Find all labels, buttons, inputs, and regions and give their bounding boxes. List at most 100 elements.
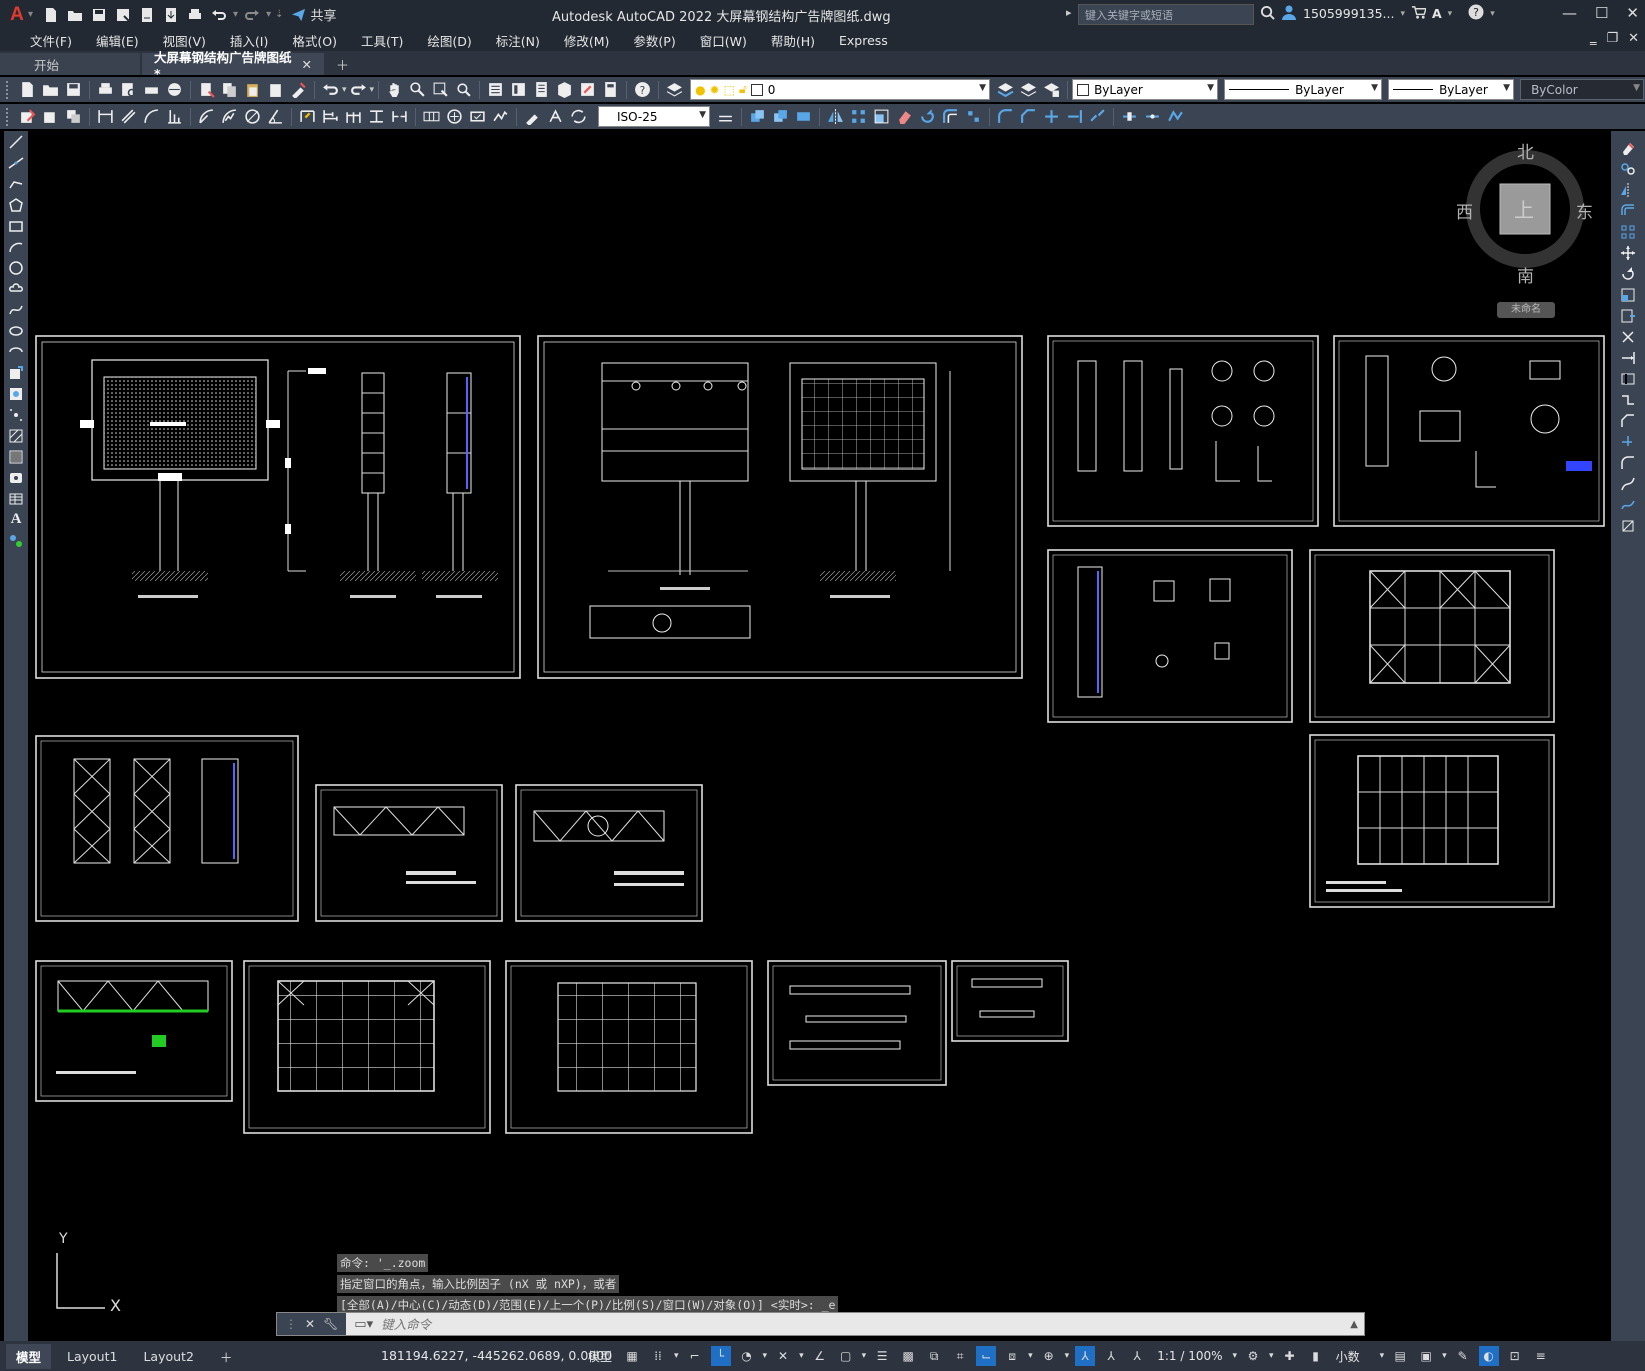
- grid-icon[interactable]: ▦: [626, 1349, 638, 1363]
- polyline-edit-palette-icon[interactable]: [1611, 515, 1645, 536]
- sheet-truss-section-1[interactable]: [315, 784, 503, 922]
- sheet-grid-plan-1[interactable]: [243, 960, 491, 1134]
- autodesk-app-icon[interactable]: A: [1431, 6, 1442, 21]
- sheet-beam-details[interactable]: [767, 960, 947, 1086]
- dim-update-icon[interactable]: [569, 107, 588, 126]
- join-icon[interactable]: [1088, 107, 1107, 126]
- sheet-truss-elevations[interactable]: [35, 735, 299, 922]
- autocad-logo-icon[interactable]: A: [10, 3, 24, 25]
- dim-radius-icon[interactable]: [197, 107, 216, 126]
- add-selected-icon[interactable]: [4, 530, 28, 551]
- menu-dimension[interactable]: 标注(N): [495, 33, 540, 49]
- search-input[interactable]: 键入关键字或短语: [1078, 4, 1254, 25]
- copy-palette-icon[interactable]: [1611, 158, 1645, 179]
- polar-icon[interactable]: ◔: [741, 1349, 752, 1363]
- rotate-icon[interactable]: [918, 107, 937, 126]
- command-customize-icon[interactable]: 🔧︎: [323, 1317, 339, 1331]
- 3d-osnap-icon[interactable]: ⌗: [956, 1348, 964, 1363]
- lineweight-dropdown[interactable]: ByLayer ▼: [1388, 79, 1515, 100]
- menu-insert[interactable]: 插入(I): [229, 33, 269, 49]
- move-icon[interactable]: [748, 107, 767, 126]
- plot-icon[interactable]: [185, 5, 205, 25]
- scale-palette-icon[interactable]: [1611, 284, 1645, 305]
- dim-style-manager-icon[interactable]: [716, 107, 735, 126]
- compass-west[interactable]: 西: [1456, 203, 1473, 223]
- command-input[interactable]: [381, 1316, 536, 1332]
- construction-line-icon[interactable]: [4, 152, 28, 173]
- object-snap-icon[interactable]: ▢: [839, 1349, 852, 1363]
- dimstyle-dropdown[interactable]: ISO-25 ▼: [598, 106, 710, 127]
- close-icon[interactable]: ✕: [1626, 4, 1639, 22]
- add-layout-icon[interactable]: ＋: [219, 1349, 233, 1365]
- layer-dropdown[interactable]: ● ✹ ⬚ 🔓︎ 0 ▼: [690, 79, 991, 100]
- paste-special-icon[interactable]: [266, 80, 285, 99]
- erase-icon[interactable]: [895, 107, 914, 126]
- menu-modify[interactable]: 修改(M): [563, 33, 610, 49]
- filter-chevron-icon[interactable]: ▾: [1028, 1351, 1033, 1361]
- quick-properties-icon[interactable]: ▤: [1394, 1349, 1406, 1363]
- osnap-chevron-icon[interactable]: ▾: [861, 1351, 867, 1361]
- help-tool-icon[interactable]: ?: [633, 80, 652, 99]
- block-editor-icon[interactable]: [18, 107, 37, 126]
- annotation-monitor-icon[interactable]: ✚: [1284, 1349, 1295, 1363]
- break-palette-icon[interactable]: [1611, 368, 1645, 389]
- quick-dim-icon[interactable]: [298, 107, 317, 126]
- undo-dropdown-icon[interactable]: ▾: [233, 9, 239, 20]
- inspection-icon[interactable]: [468, 107, 487, 126]
- offset-icon[interactable]: [941, 107, 960, 126]
- qnew-icon[interactable]: [18, 80, 37, 99]
- layer-properties-icon[interactable]: [665, 80, 684, 99]
- jogged-linear-icon[interactable]: [491, 107, 510, 126]
- redo-tool-icon[interactable]: [349, 80, 368, 99]
- ellipse-arc-icon[interactable]: [4, 341, 28, 362]
- join-palette-icon[interactable]: [1611, 389, 1645, 410]
- undo-tool-icon[interactable]: [321, 80, 340, 99]
- hatch-icon[interactable]: [4, 425, 28, 446]
- chamfer-palette-icon[interactable]: [1611, 410, 1645, 431]
- model-space-toggle[interactable]: 模型: [588, 1349, 613, 1364]
- explode-icon[interactable]: [964, 107, 983, 126]
- array-icon[interactable]: [849, 107, 868, 126]
- move-palette-icon[interactable]: [1611, 242, 1645, 263]
- zoom-window-icon[interactable]: [431, 80, 450, 99]
- dim-text-edit-icon[interactable]: [546, 107, 565, 126]
- redo-dropdown-icon[interactable]: ▾: [266, 9, 272, 20]
- quickcalc-icon[interactable]: [601, 80, 620, 99]
- edit-polyline-icon[interactable]: [1166, 107, 1185, 126]
- lock-ui-icon[interactable]: ▣: [1420, 1349, 1432, 1363]
- units-chevron-icon[interactable]: ▾: [1379, 1351, 1385, 1361]
- insert-block-icon[interactable]: [41, 107, 60, 126]
- qsave-icon[interactable]: [64, 80, 83, 99]
- tolerance-icon[interactable]: [422, 107, 441, 126]
- infer-constraints-icon[interactable]: ⌐: [689, 1349, 700, 1363]
- trim-palette-icon[interactable]: [1611, 326, 1645, 347]
- help-icon[interactable]: ?: [1468, 4, 1484, 23]
- polyline-icon[interactable]: [4, 173, 28, 194]
- ortho-icon[interactable]: └: [710, 1346, 731, 1366]
- tab-start[interactable]: 开始: [0, 53, 140, 75]
- stretch-icon[interactable]: [794, 107, 813, 126]
- copy-object-icon[interactable]: [771, 107, 790, 126]
- open-from-web-icon[interactable]: [137, 5, 157, 25]
- spline-icon[interactable]: [4, 299, 28, 320]
- erase-palette-icon[interactable]: [1611, 137, 1645, 158]
- model-space-canvas[interactable]: [30, 131, 1610, 1343]
- annotation-scale-value[interactable]: 1:1 / 100%: [1157, 1349, 1223, 1363]
- insert-block-palette-icon[interactable]: [4, 362, 28, 383]
- search-expand-icon[interactable]: ▸: [1066, 6, 1072, 19]
- rotate-palette-icon[interactable]: [1611, 263, 1645, 284]
- menu-view[interactable]: 视图(V): [162, 33, 206, 49]
- make-current-layer-icon[interactable]: [996, 80, 1015, 99]
- undo-icon[interactable]: [209, 5, 229, 25]
- customize-qat-icon[interactable]: ⇣: [275, 9, 284, 20]
- center-mark-icon[interactable]: [445, 107, 464, 126]
- doc-minimize-icon[interactable]: ‗: [1589, 31, 1597, 46]
- array-palette-icon[interactable]: [1611, 221, 1645, 242]
- lock-chevron-icon[interactable]: ▾: [1442, 1351, 1447, 1361]
- compass-south[interactable]: 南: [1517, 267, 1534, 287]
- menu-draw[interactable]: 绘图(D): [427, 33, 472, 49]
- command-prompt-icon[interactable]: ▭▾: [354, 1316, 374, 1332]
- minimize-icon[interactable]: —: [1561, 4, 1577, 22]
- 3d-print-icon[interactable]: [165, 80, 184, 99]
- arc-icon[interactable]: [4, 236, 28, 257]
